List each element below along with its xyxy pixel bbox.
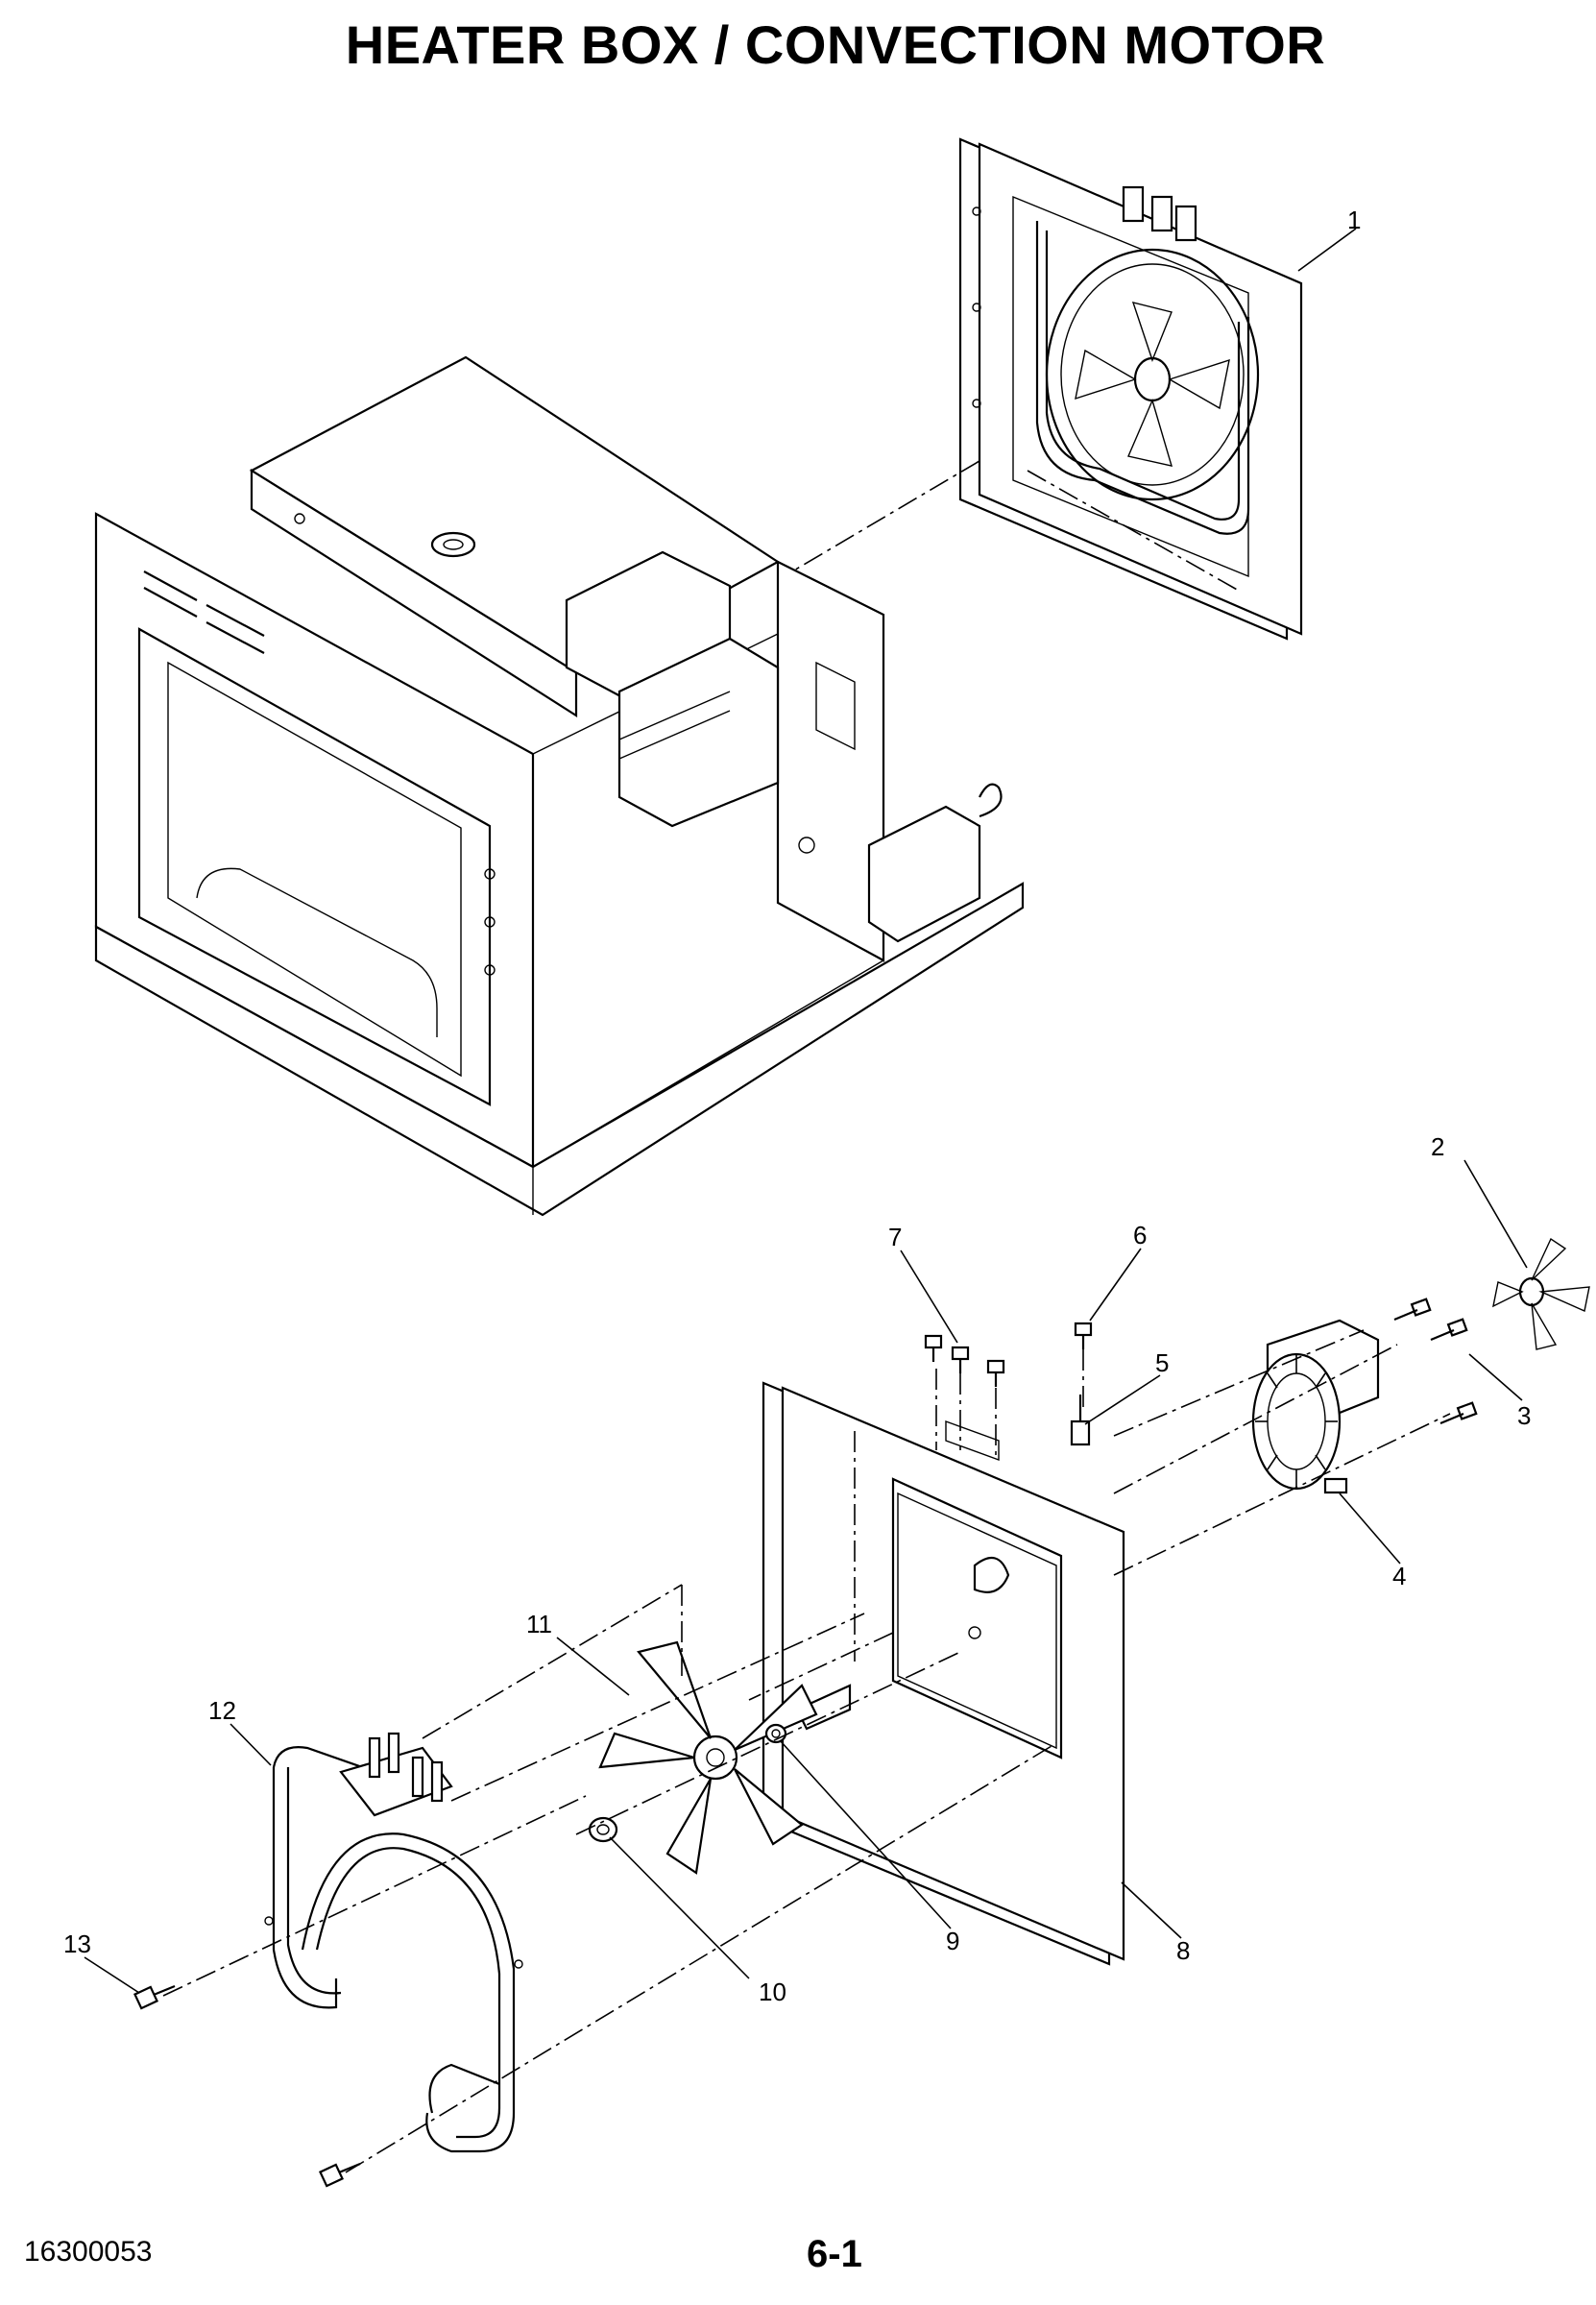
callout-13: 13 <box>63 1929 91 1958</box>
callout-1: 1 <box>1347 206 1361 234</box>
callout-6: 6 <box>1133 1221 1147 1250</box>
heating-element <box>264 1732 523 2153</box>
callout-7: 7 <box>888 1223 902 1251</box>
callout-12: 12 <box>208 1696 236 1725</box>
callout-2: 2 <box>1431 1132 1444 1161</box>
screws <box>133 1298 1478 2188</box>
callout-9: 9 <box>946 1927 959 1955</box>
heater-box-assembly <box>958 137 1303 641</box>
fan-blade-small <box>1492 1237 1590 1350</box>
page-title: HEATER BOX / CONVECTION MOTOR <box>345 14 1326 75</box>
callout-10: 10 <box>759 1977 786 2006</box>
page-number: 6-1 <box>807 2233 862 2275</box>
centerlines <box>162 460 1451 2173</box>
callout-3: 3 <box>1517 1401 1531 1430</box>
oven-cavity-assembly <box>94 355 1025 1217</box>
nut-item-10 <box>588 1816 618 1843</box>
callout-5: 5 <box>1155 1348 1169 1377</box>
heater-box-panel <box>762 1381 1125 1966</box>
callout-11: 11 <box>526 1610 552 1638</box>
callout-4: 4 <box>1392 1562 1406 1590</box>
document-code: 16300053 <box>24 2236 153 2268</box>
leader-lines <box>84 228 1528 1994</box>
callouts: 1 2 3 4 5 6 7 8 9 10 11 12 13 <box>63 206 1531 2006</box>
callout-8: 8 <box>1176 1936 1190 1965</box>
convection-motor <box>1251 1319 1380 1494</box>
